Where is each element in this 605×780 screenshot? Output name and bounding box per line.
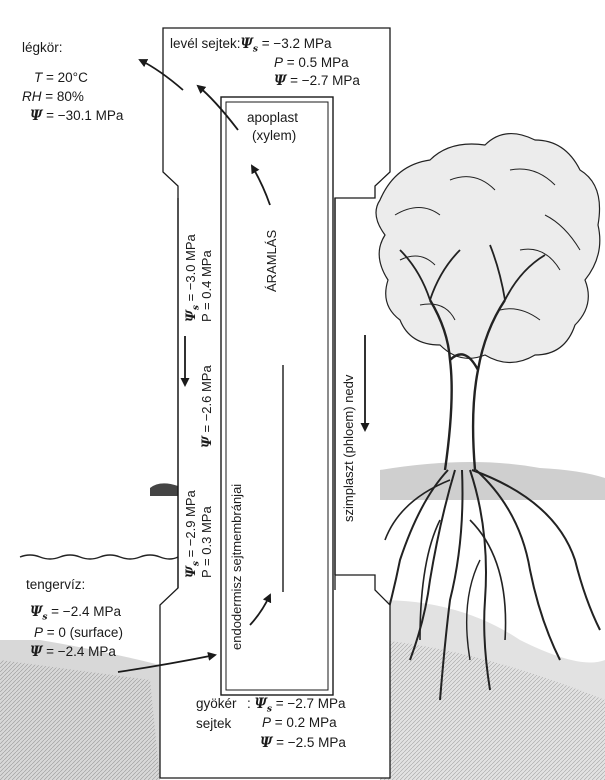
psi-symbol: Ψ <box>200 436 215 448</box>
seawater-water-potential: Ψ = −2.4 MPa <box>30 644 116 660</box>
root-water-potential: Ψ = −2.5 MPa <box>260 735 346 751</box>
seawater-pressure: P = 0 (surface) <box>34 625 123 641</box>
psi-symbol: Ψ <box>260 735 272 751</box>
p-value: = 0.4 MPa <box>199 250 214 310</box>
psis-symbol: Ψs <box>30 604 47 620</box>
root-pressure: P = 0.2 MPa <box>262 715 337 731</box>
psis-value: = −2.7 MPa <box>276 696 346 711</box>
p-value: = 0.5 MPa <box>287 55 349 70</box>
leaf-title: levél sejtek: <box>170 36 241 51</box>
p-value: = 0.2 MPa <box>275 715 337 730</box>
psi-symbol: Ψ <box>30 644 42 660</box>
psi-value: = −2.4 MPa <box>46 644 116 659</box>
psis-value: = −3.2 MPa <box>262 36 332 51</box>
stem-lower-pressure: P = 0.3 MPa <box>199 506 214 578</box>
t-value: = 20°C <box>46 70 88 85</box>
phloem-label: szimplaszt (phloem) nedv <box>341 375 356 522</box>
psis-value: = −2.9 MPa <box>183 490 198 557</box>
stem-upper-water-potential: Ψ = −2.6 MPa <box>199 365 215 448</box>
t-symbol: T <box>34 70 42 85</box>
psis-symbol: Ψs <box>184 305 199 322</box>
root-title-line1: gyökér <box>196 696 237 712</box>
atmosphere-water-potential: Ψ = −30.1 MPa <box>30 108 123 124</box>
psis-value: = −3.0 MPa <box>183 234 198 301</box>
atmosphere-title: légkör: <box>22 40 63 56</box>
stem-upper-pressure: P = 0.4 MPa <box>199 250 214 322</box>
psis-symbol: Ψs <box>241 36 258 52</box>
seawater-title: tengervíz: <box>26 577 85 593</box>
psi-value: = −2.7 MPa <box>290 73 360 88</box>
seawater-solute-potential: Ψs = −2.4 MPa <box>30 604 121 626</box>
p-value: = 0.3 MPa <box>199 506 214 566</box>
psi-value: = −2.6 MPa <box>199 365 214 432</box>
psis-symbol: Ψs <box>255 696 272 712</box>
psi-symbol: Ψ <box>30 108 42 124</box>
flow-label: ÁRAMLÁS <box>264 230 279 292</box>
atmosphere-temperature: T = 20°C <box>34 70 88 86</box>
leaf-water-potential: Ψ = −2.7 MPa <box>274 73 360 89</box>
p-symbol: P <box>199 570 214 578</box>
rh-value: = 80% <box>45 89 84 104</box>
p-symbol: P <box>199 314 214 322</box>
endodermis-label: endodermisz sejtmembránjai <box>229 484 244 650</box>
p-symbol: P <box>262 715 271 730</box>
p-symbol: P <box>274 55 283 70</box>
p-value: = 0 (surface) <box>47 625 123 640</box>
psi-symbol: Ψ <box>274 73 286 89</box>
psis-symbol: Ψs <box>184 561 199 578</box>
psi-value: = −30.1 MPa <box>46 108 123 123</box>
apoplast-label: apoplast <box>247 110 298 126</box>
rh-symbol: RH <box>22 89 42 104</box>
psi-value: = −2.5 MPa <box>276 735 346 750</box>
root-title-line2: sejtek <box>196 716 231 732</box>
atmosphere-humidity: RH = 80% <box>22 89 84 105</box>
water-surface-line <box>20 555 178 559</box>
psis-value: = −2.4 MPa <box>51 604 121 619</box>
xylem-label: (xylem) <box>252 128 296 144</box>
p-symbol: P <box>34 625 43 640</box>
leaf-pressure: P = 0.5 MPa <box>274 55 349 71</box>
